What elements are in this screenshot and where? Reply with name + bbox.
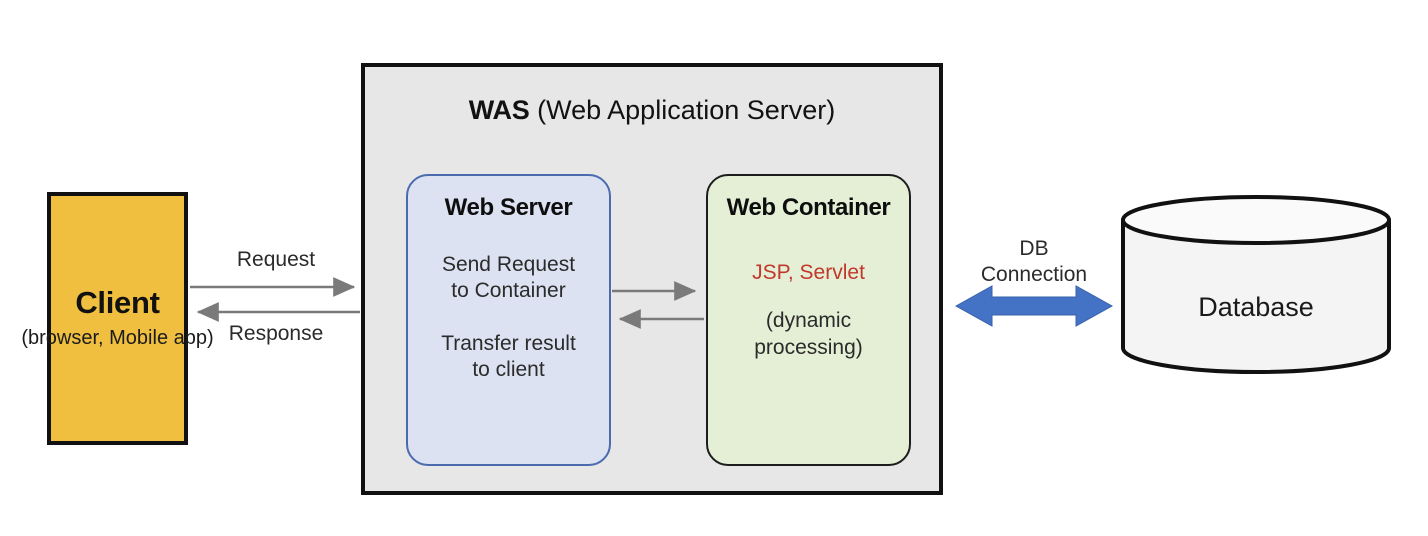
client-node: Client (browser, Mobile app) — [21, 192, 214, 445]
request-label: Request — [236, 248, 316, 271]
web-container-text-primary: JSP, Servlet — [752, 261, 865, 284]
was-full-name: (Web Application Server) — [529, 95, 836, 125]
was-container: WAS (Web Application Server) Web Server … — [361, 63, 943, 495]
request-arrow — [190, 277, 356, 297]
was-abbr: WAS — [468, 95, 530, 125]
server-to-container-arrow — [612, 281, 697, 301]
web-container-text-secondary: (dynamic processing) — [754, 309, 863, 359]
db-connection-arrow — [954, 285, 1114, 327]
client-title: Client — [75, 285, 160, 321]
web-container-title: Web Container — [726, 194, 891, 221]
container-to-server-arrow — [618, 309, 704, 329]
database-node — [1121, 195, 1391, 374]
response-arrow — [196, 302, 360, 322]
web-container-node: Web Container JSP, Servlet (dynamic proc… — [706, 174, 911, 466]
db-connection-label: DB Connection — [980, 237, 1088, 287]
response-label: Response — [228, 322, 324, 345]
was-title: WAS (Web Application Server) — [365, 95, 939, 126]
database-label: Database — [1198, 292, 1314, 322]
web-server-node: Web Server Send Request to Container Tra… — [406, 174, 611, 466]
client-subtitle: (browser, Mobile app) — [21, 326, 214, 349]
web-server-text-primary: Send Request to Container — [441, 253, 576, 303]
web-server-title: Web Server — [444, 194, 573, 221]
web-server-text-secondary: Transfer result to client — [441, 331, 576, 382]
